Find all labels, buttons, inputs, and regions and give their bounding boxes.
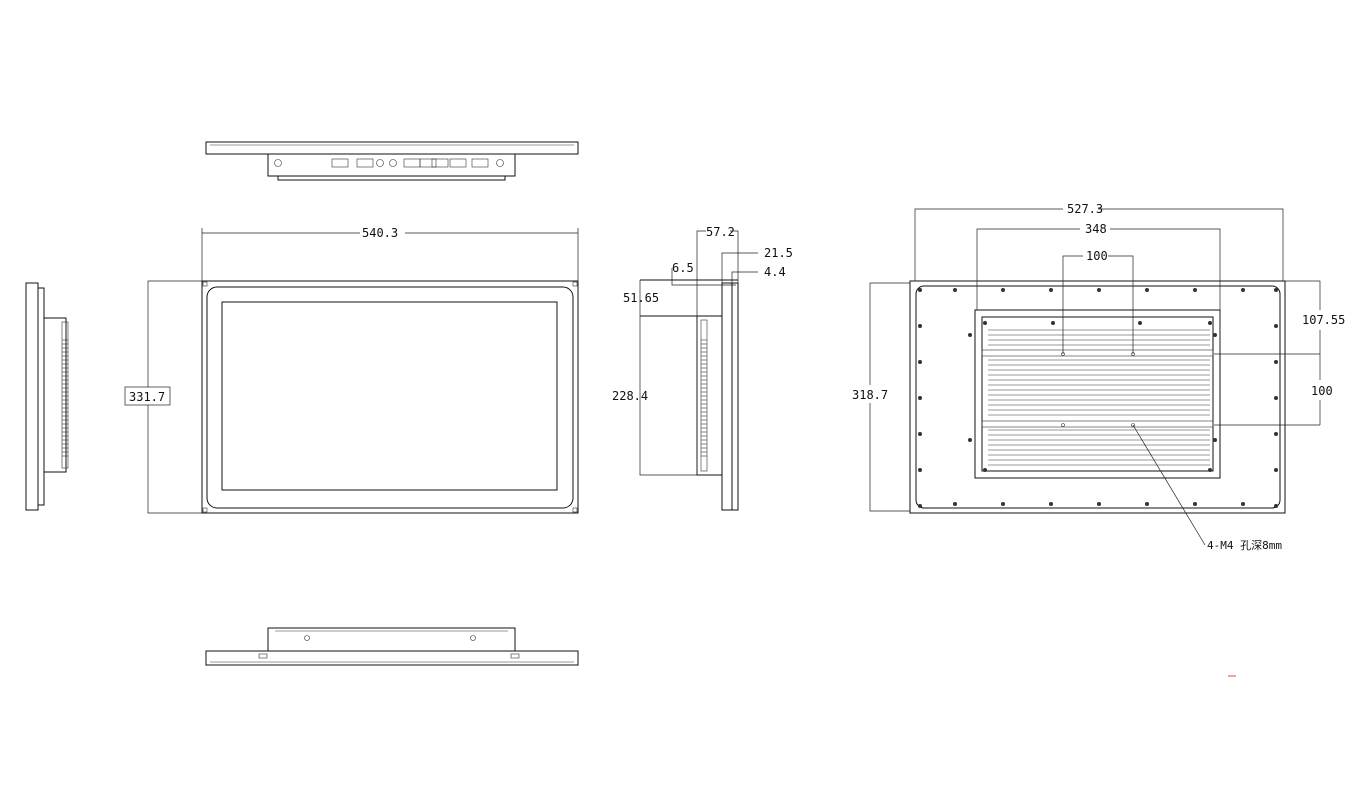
dim-back-width: 527.3 — [1067, 202, 1103, 216]
dim-vesa-v: 100 — [1311, 384, 1333, 398]
mount-note: 4-M4 孔深8mm — [1207, 539, 1282, 552]
screw — [1097, 288, 1101, 292]
dim-box-height: 228.4 — [612, 389, 648, 403]
dim-box-width: 348 — [1085, 222, 1107, 236]
dim-back-height: 318.7 — [852, 388, 888, 402]
screw — [1097, 502, 1101, 506]
screw — [1049, 288, 1053, 292]
port — [356, 158, 374, 168]
dim-bezel-thickness: 4.4 — [764, 265, 786, 279]
screw — [1241, 502, 1245, 506]
port — [449, 158, 467, 168]
screw — [1051, 321, 1055, 325]
screw — [918, 360, 922, 364]
screw — [953, 288, 957, 292]
port — [331, 158, 349, 168]
screw — [1145, 502, 1149, 506]
dim-back-top-offset: 107.55 — [1302, 313, 1345, 327]
screw — [968, 438, 972, 442]
screw — [1208, 468, 1212, 472]
screw — [1274, 504, 1278, 508]
screw — [983, 468, 987, 472]
side-view: 57.2 21.5 4.4 6.5 51.65 228.4 — [612, 225, 793, 511]
screw — [918, 324, 922, 328]
left-side-view — [25, 282, 69, 511]
screw — [1208, 321, 1212, 325]
screw — [1274, 432, 1278, 436]
screw — [968, 333, 972, 337]
screw — [1274, 396, 1278, 400]
screw — [1274, 324, 1278, 328]
port — [274, 159, 282, 167]
screw — [1274, 360, 1278, 364]
screw — [1274, 468, 1278, 472]
screw — [1193, 288, 1197, 292]
screw — [983, 321, 987, 325]
port — [403, 158, 421, 168]
screw — [918, 396, 922, 400]
screw — [1213, 438, 1217, 442]
screw — [918, 288, 922, 292]
mount-rail — [981, 420, 1214, 428]
screw — [953, 502, 957, 506]
port — [431, 158, 449, 168]
dim-bezel-offset: 6.5 — [672, 261, 694, 275]
screw — [1193, 502, 1197, 506]
vesa-hole — [1061, 423, 1065, 427]
port — [496, 159, 504, 167]
dim-side-panel: 21.5 — [764, 246, 793, 260]
dim-front-height: 331.7 — [129, 390, 165, 404]
port — [419, 158, 437, 168]
screw — [1241, 288, 1245, 292]
dim-top-offset: 51.65 — [623, 291, 659, 305]
port — [376, 159, 384, 167]
screw — [1001, 288, 1005, 292]
port — [389, 159, 397, 167]
screw — [1138, 321, 1142, 325]
screw — [918, 432, 922, 436]
screw — [1001, 502, 1005, 506]
screw — [1145, 288, 1149, 292]
front-view: 540.3 331.7 — [124, 226, 579, 514]
screw — [1274, 288, 1278, 292]
top-view — [205, 141, 579, 181]
screw — [1213, 333, 1217, 337]
dim-vesa-h: 100 — [1086, 249, 1108, 263]
dim-front-width: 540.3 — [362, 226, 398, 240]
back-view: 527.3 348 100 107.55 100 318.7 4-M4 孔深8m… — [852, 202, 1345, 677]
screw — [1049, 502, 1053, 506]
bottom-view — [205, 627, 579, 666]
screw — [918, 504, 922, 508]
port — [471, 158, 489, 168]
screw — [918, 468, 922, 472]
vesa-hole — [1131, 423, 1135, 427]
dim-side-depth: 57.2 — [706, 225, 735, 239]
mount-rail — [981, 349, 1214, 357]
